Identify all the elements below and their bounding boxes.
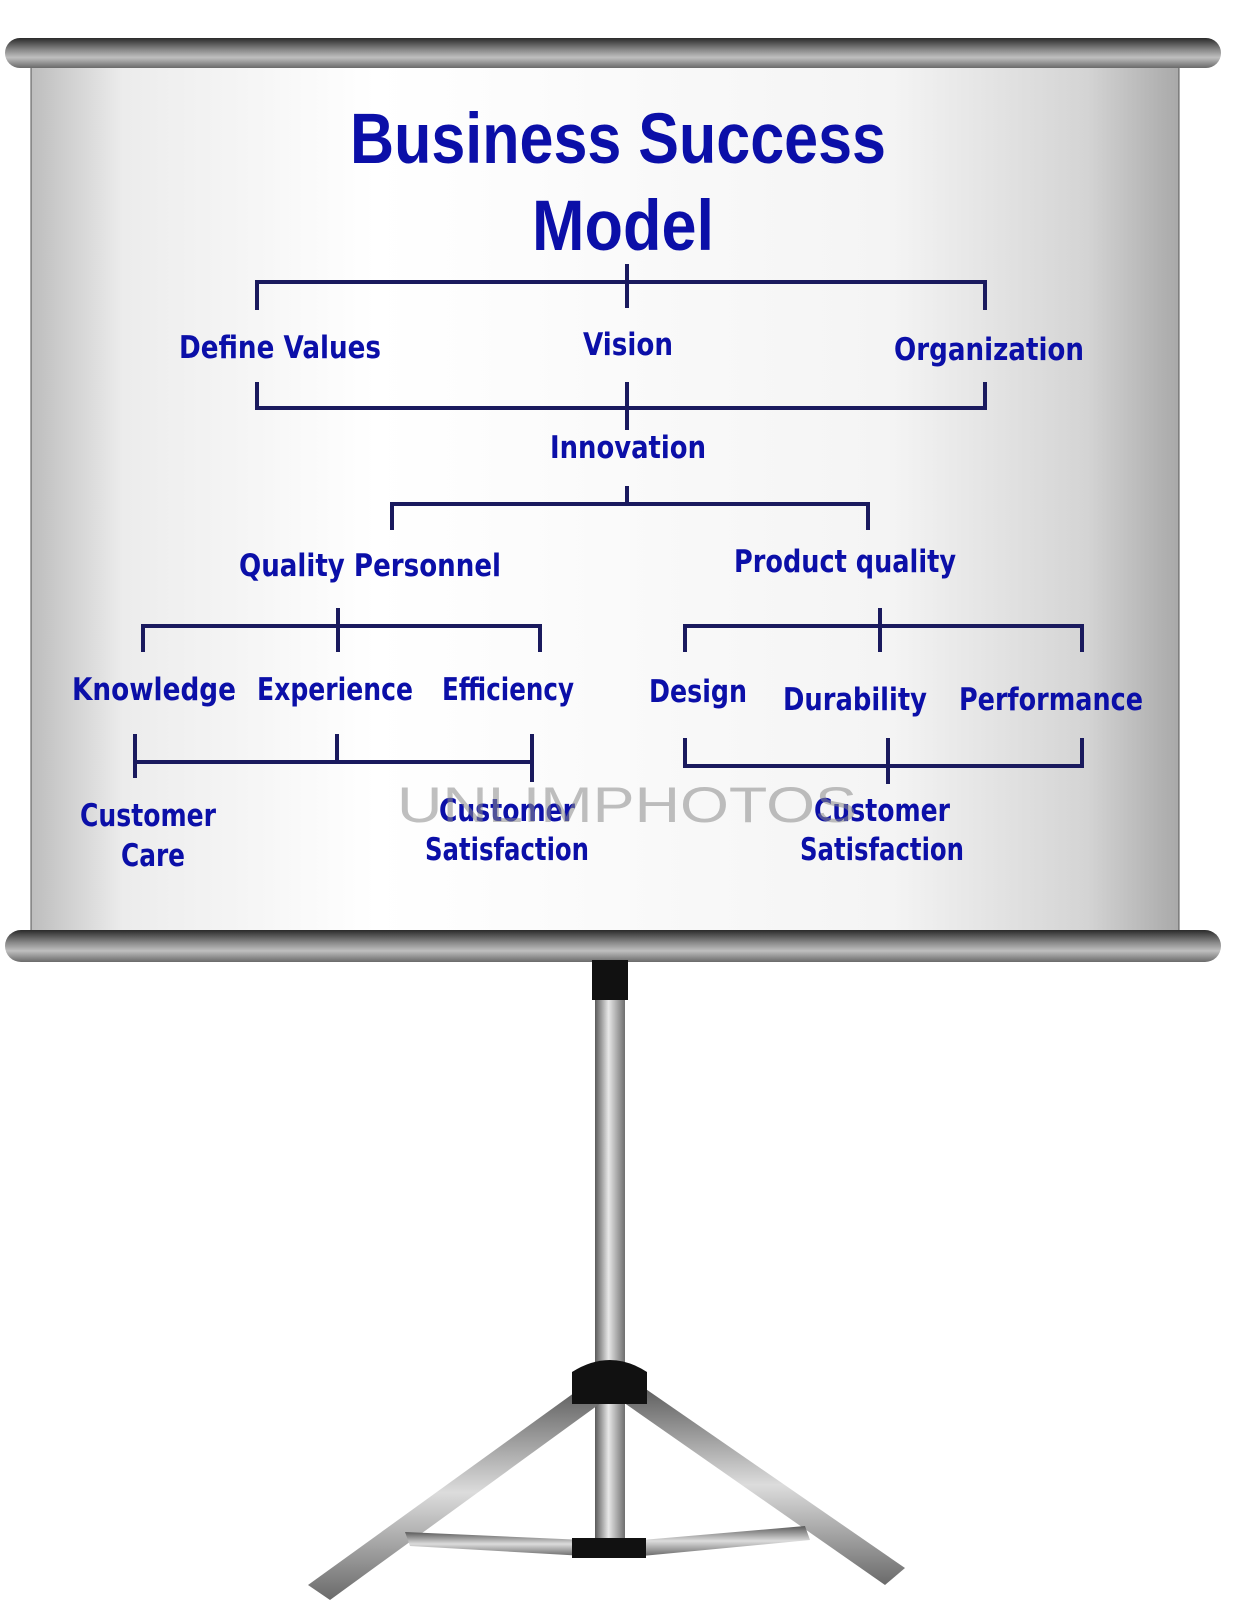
node-customer-care-line2: Care (121, 838, 185, 874)
node-performance: Performance (959, 682, 1143, 718)
node-customer-care-line1: Customer (80, 798, 217, 834)
node-satisfaction-right-line2: Satisfaction (800, 832, 964, 868)
node-design: Design (649, 674, 747, 710)
node-innovation: Innovation (550, 430, 706, 466)
diagram-title-line1: Business Success (350, 100, 886, 179)
pole-foot-band (572, 1538, 646, 1558)
top-roller (5, 38, 1221, 68)
node-vision: Vision (583, 327, 673, 363)
node-satisfaction-left-line2: Satisfaction (425, 832, 589, 868)
pole-collar (592, 960, 628, 1000)
tripod-hub (572, 1360, 647, 1404)
diagram-title-line2: Model (532, 187, 714, 266)
node-product-quality: Product quality (734, 544, 956, 580)
node-knowledge: Knowledge (72, 672, 236, 708)
node-organization: Organization (894, 332, 1084, 368)
stand-pole (595, 960, 625, 1550)
node-quality-personnel: Quality Personnel (239, 548, 501, 584)
watermark-text: UNLIMPHOTOS (397, 777, 857, 833)
bottom-roller (5, 930, 1221, 962)
node-durability: Durability (783, 682, 927, 718)
node-efficiency: Efficiency (442, 672, 574, 708)
node-define-values: Define Values (179, 330, 381, 366)
node-experience: Experience (257, 672, 413, 708)
